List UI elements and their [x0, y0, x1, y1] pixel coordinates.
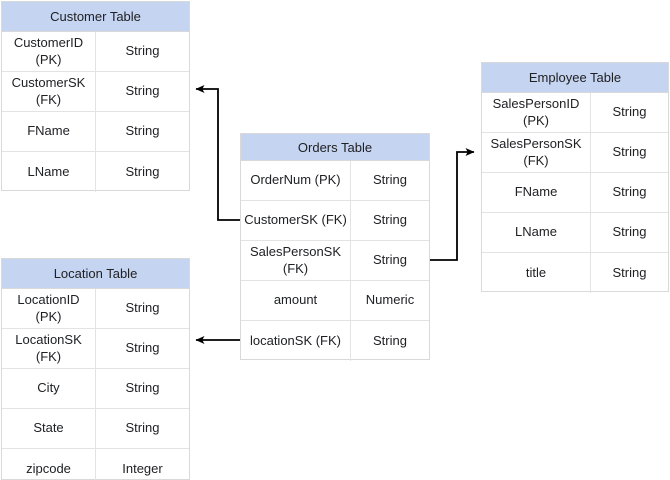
field-type: String: [125, 380, 160, 396]
field-name: CustomerSK (FK): [2, 72, 96, 111]
field-name: OrderNum (PK): [241, 161, 351, 200]
table-row: SalesPersonSK (FK) String: [482, 133, 668, 173]
field-type: String: [125, 43, 160, 59]
field-name: LName: [482, 213, 591, 252]
field-type: String: [373, 172, 407, 188]
table-row: City String: [2, 369, 189, 409]
table-row: locationSK (FK) String: [241, 321, 429, 361]
table-row: SalesPersonSK (FK) String: [241, 241, 429, 281]
field-type: String: [125, 340, 160, 356]
field-name: zipcode: [2, 449, 96, 480]
field-type: String: [612, 224, 647, 240]
field-name: CustomerID (PK): [2, 32, 96, 71]
table-row: OrderNum (PK) String: [241, 161, 429, 201]
field-name: State: [2, 409, 96, 448]
table-row: amount Numeric: [241, 281, 429, 321]
table-row: CustomerSK (FK) String: [2, 72, 189, 112]
field-type: String: [612, 264, 647, 280]
field-name: LocationSK (FK): [2, 329, 96, 368]
field-name: LocationID (PK): [2, 289, 96, 328]
field-name: title: [482, 253, 591, 293]
field-type: String: [373, 212, 407, 228]
field-type: Numeric: [365, 292, 415, 308]
field-type: String: [612, 144, 647, 160]
field-type: String: [125, 300, 160, 316]
field-type: Integer: [122, 460, 163, 476]
field-name: CustomerSK (FK): [241, 201, 351, 240]
field-type: String: [125, 420, 160, 436]
connector-orders-to-customer: [195, 85, 240, 221]
table-row: CustomerSK (FK) String: [241, 201, 429, 241]
table-row: SalesPersonID (PK) String: [482, 93, 668, 133]
field-type: String: [612, 184, 647, 200]
field-type: String: [612, 104, 647, 120]
field-name: SalesPersonSK (FK): [241, 241, 351, 280]
field-name: LName: [2, 152, 96, 192]
table-title-orders: Orders Table: [241, 134, 429, 161]
field-name: SalesPersonSK (FK): [482, 133, 591, 172]
field-type: String: [125, 83, 160, 99]
field-name: amount: [241, 281, 351, 320]
field-type: String: [125, 123, 160, 139]
table-row: FName String: [482, 173, 668, 213]
table-row: LocationID (PK) String: [2, 289, 189, 329]
table-row: LName String: [482, 213, 668, 253]
table-row: State String: [2, 409, 189, 449]
table-row: title String: [482, 253, 668, 293]
table-title-customer: Customer Table: [2, 2, 189, 32]
field-type: String: [373, 252, 407, 268]
connector-orders-to-employee: [430, 148, 475, 261]
table-row: LocationSK (FK) String: [2, 329, 189, 369]
table-title-location: Location Table: [2, 259, 189, 289]
table-row: FName String: [2, 112, 189, 152]
field-name: SalesPersonID (PK): [482, 93, 591, 132]
table-title-employee: Employee Table: [482, 63, 668, 93]
table-row: LName String: [2, 152, 189, 192]
field-name: City: [2, 369, 96, 408]
table-row: CustomerID (PK) String: [2, 32, 189, 72]
field-type: String: [373, 332, 407, 348]
field-type: String: [125, 163, 160, 179]
field-name: locationSK (FK): [241, 321, 351, 361]
table-row: zipcode Integer: [2, 449, 189, 480]
field-name: FName: [482, 173, 591, 212]
field-name: FName: [2, 112, 96, 151]
